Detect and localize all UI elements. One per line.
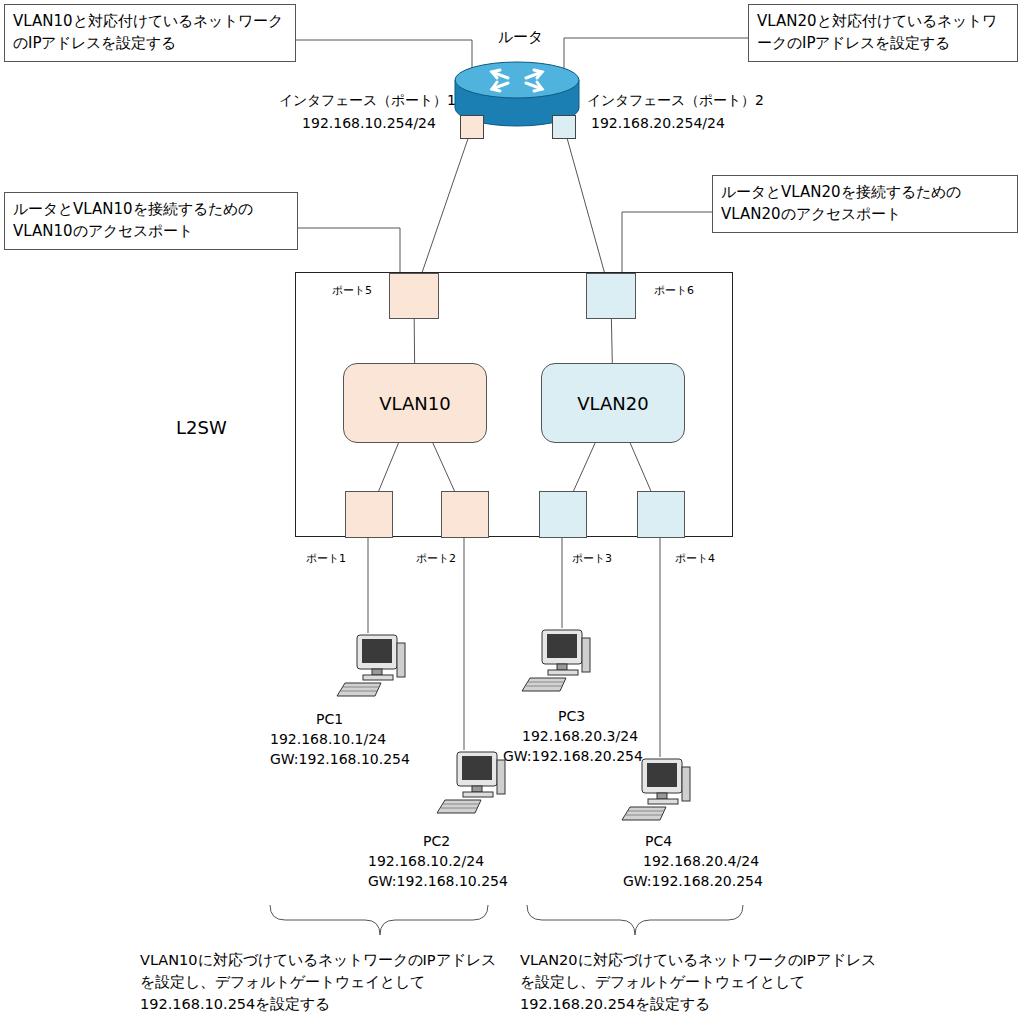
connector-line (611, 319, 613, 363)
note-label: VLAN20に対応づけているネットワークのIPアドレスを設定し、デフォルトゲート… (520, 950, 880, 1015)
node-text: GW:192.168.10.254 (368, 873, 508, 889)
router: ルータインタフェース（ポート）1192.168.10.254/24インタフェース… (452, 58, 582, 138)
node-text: 192.168.10.254/24 (289, 115, 449, 131)
note-label: VLAN10に対応づけているネットワークのIPアドレスを設定し、デフォルトゲート… (140, 950, 500, 1015)
connector-line (574, 443, 596, 491)
pc-icon (620, 757, 692, 823)
curly-brace (527, 905, 743, 935)
node-text: PC1 (316, 711, 343, 727)
node-text: VLAN10と対応付けているネットワークのIPアドレスを設定する (13, 11, 287, 55)
connector-line (379, 443, 399, 491)
pc-terminal: PC4192.168.20.4/24GW:192.168.20.254 (620, 757, 692, 823)
callout-box: VLAN10と対応付けているネットワークのIPアドレスを設定する (4, 4, 296, 62)
vlan-box: VLAN20 (541, 363, 685, 443)
switch-port: ポート2 (441, 491, 489, 538)
connector-line (414, 319, 415, 363)
switch-port: ポート4 (637, 491, 685, 538)
node-text: GW:192.168.20.254 (503, 748, 643, 764)
node-text: PC4 (645, 833, 672, 849)
connector-line (622, 212, 712, 273)
node-text: インタフェース（ポート）1 (279, 92, 455, 110)
node-text: ポート3 (572, 551, 612, 566)
node-text: 192.168.20.254/24 (591, 115, 751, 131)
connector-line (433, 443, 455, 491)
pc-terminal: PC2192.168.10.2/24GW:192.168.10.254 (435, 750, 507, 816)
switch-port: ポート5 (389, 273, 439, 319)
pc-icon (435, 750, 507, 816)
node-text: ルータとVLAN10を接続するためのVLAN10のアクセスポート (13, 199, 289, 243)
node-text: ポート1 (306, 551, 346, 566)
connector-line (368, 538, 369, 633)
node-text: ポート2 (416, 551, 456, 566)
node-text: 192.168.20.4/24 (643, 853, 759, 869)
node-text: L2SW (176, 417, 246, 438)
node-text: VLAN20と対応付けているネットワークのIPアドレスを設定する (757, 11, 1009, 55)
connector-line (567, 139, 604, 273)
switch-port: ポート6 (586, 273, 636, 319)
node-text: GW:192.168.20.254 (623, 873, 763, 889)
connector-line (422, 139, 468, 273)
node-text: ポート5 (332, 283, 372, 298)
node-text: VLAN10 (379, 393, 450, 414)
callout-box: ルータとVLAN20を接続するためのVLAN20のアクセスポート (712, 175, 1018, 233)
connector-line (298, 228, 400, 273)
node-text: 192.168.20.3/24 (522, 728, 638, 744)
pc-terminal: PC1192.168.10.1/24GW:192.168.10.254 (335, 633, 407, 699)
node-text: ルータ (490, 28, 550, 47)
switch-port: ポート1 (345, 491, 393, 538)
connector-line (660, 538, 661, 757)
callout-box: ルータとVLAN10を接続するためのVLAN10のアクセスポート (4, 192, 298, 250)
router-port: インタフェース（ポート）2192.168.20.254/24 (552, 115, 576, 139)
node-text: ポート6 (654, 283, 694, 298)
node-text: ルータとVLAN20を接続するためのVLAN20のアクセスポート (721, 182, 1009, 226)
node-text: 192.168.10.1/24 (270, 731, 386, 747)
connector-line (464, 538, 465, 750)
node-text: VLAN20 (577, 393, 648, 414)
node-text: PC3 (558, 708, 585, 724)
router-port: インタフェース（ポート）1192.168.10.254/24 (460, 115, 484, 139)
node-text: PC2 (423, 833, 450, 849)
connector-line (562, 538, 563, 628)
node-text: ポート4 (675, 551, 715, 566)
curly-brace (270, 905, 488, 935)
pc-icon (520, 628, 592, 694)
node-text: インタフェース（ポート）2 (587, 92, 777, 110)
node-text: GW:192.168.10.254 (270, 751, 410, 767)
vlan-box: VLAN10 (343, 363, 487, 443)
switch-port: ポート3 (539, 491, 587, 538)
node-text: 192.168.10.2/24 (368, 853, 484, 869)
pc-icon (335, 633, 407, 699)
switch-box: L2SWポート5ポート6VLAN10VLAN20ポート1ポート2ポート3ポート4 (295, 272, 733, 537)
callout-box: VLAN20と対応付けているネットワークのIPアドレスを設定する (748, 4, 1018, 62)
pc-terminal: PC3192.168.20.3/24GW:192.168.20.254 (520, 628, 592, 694)
connector-line (630, 443, 651, 491)
